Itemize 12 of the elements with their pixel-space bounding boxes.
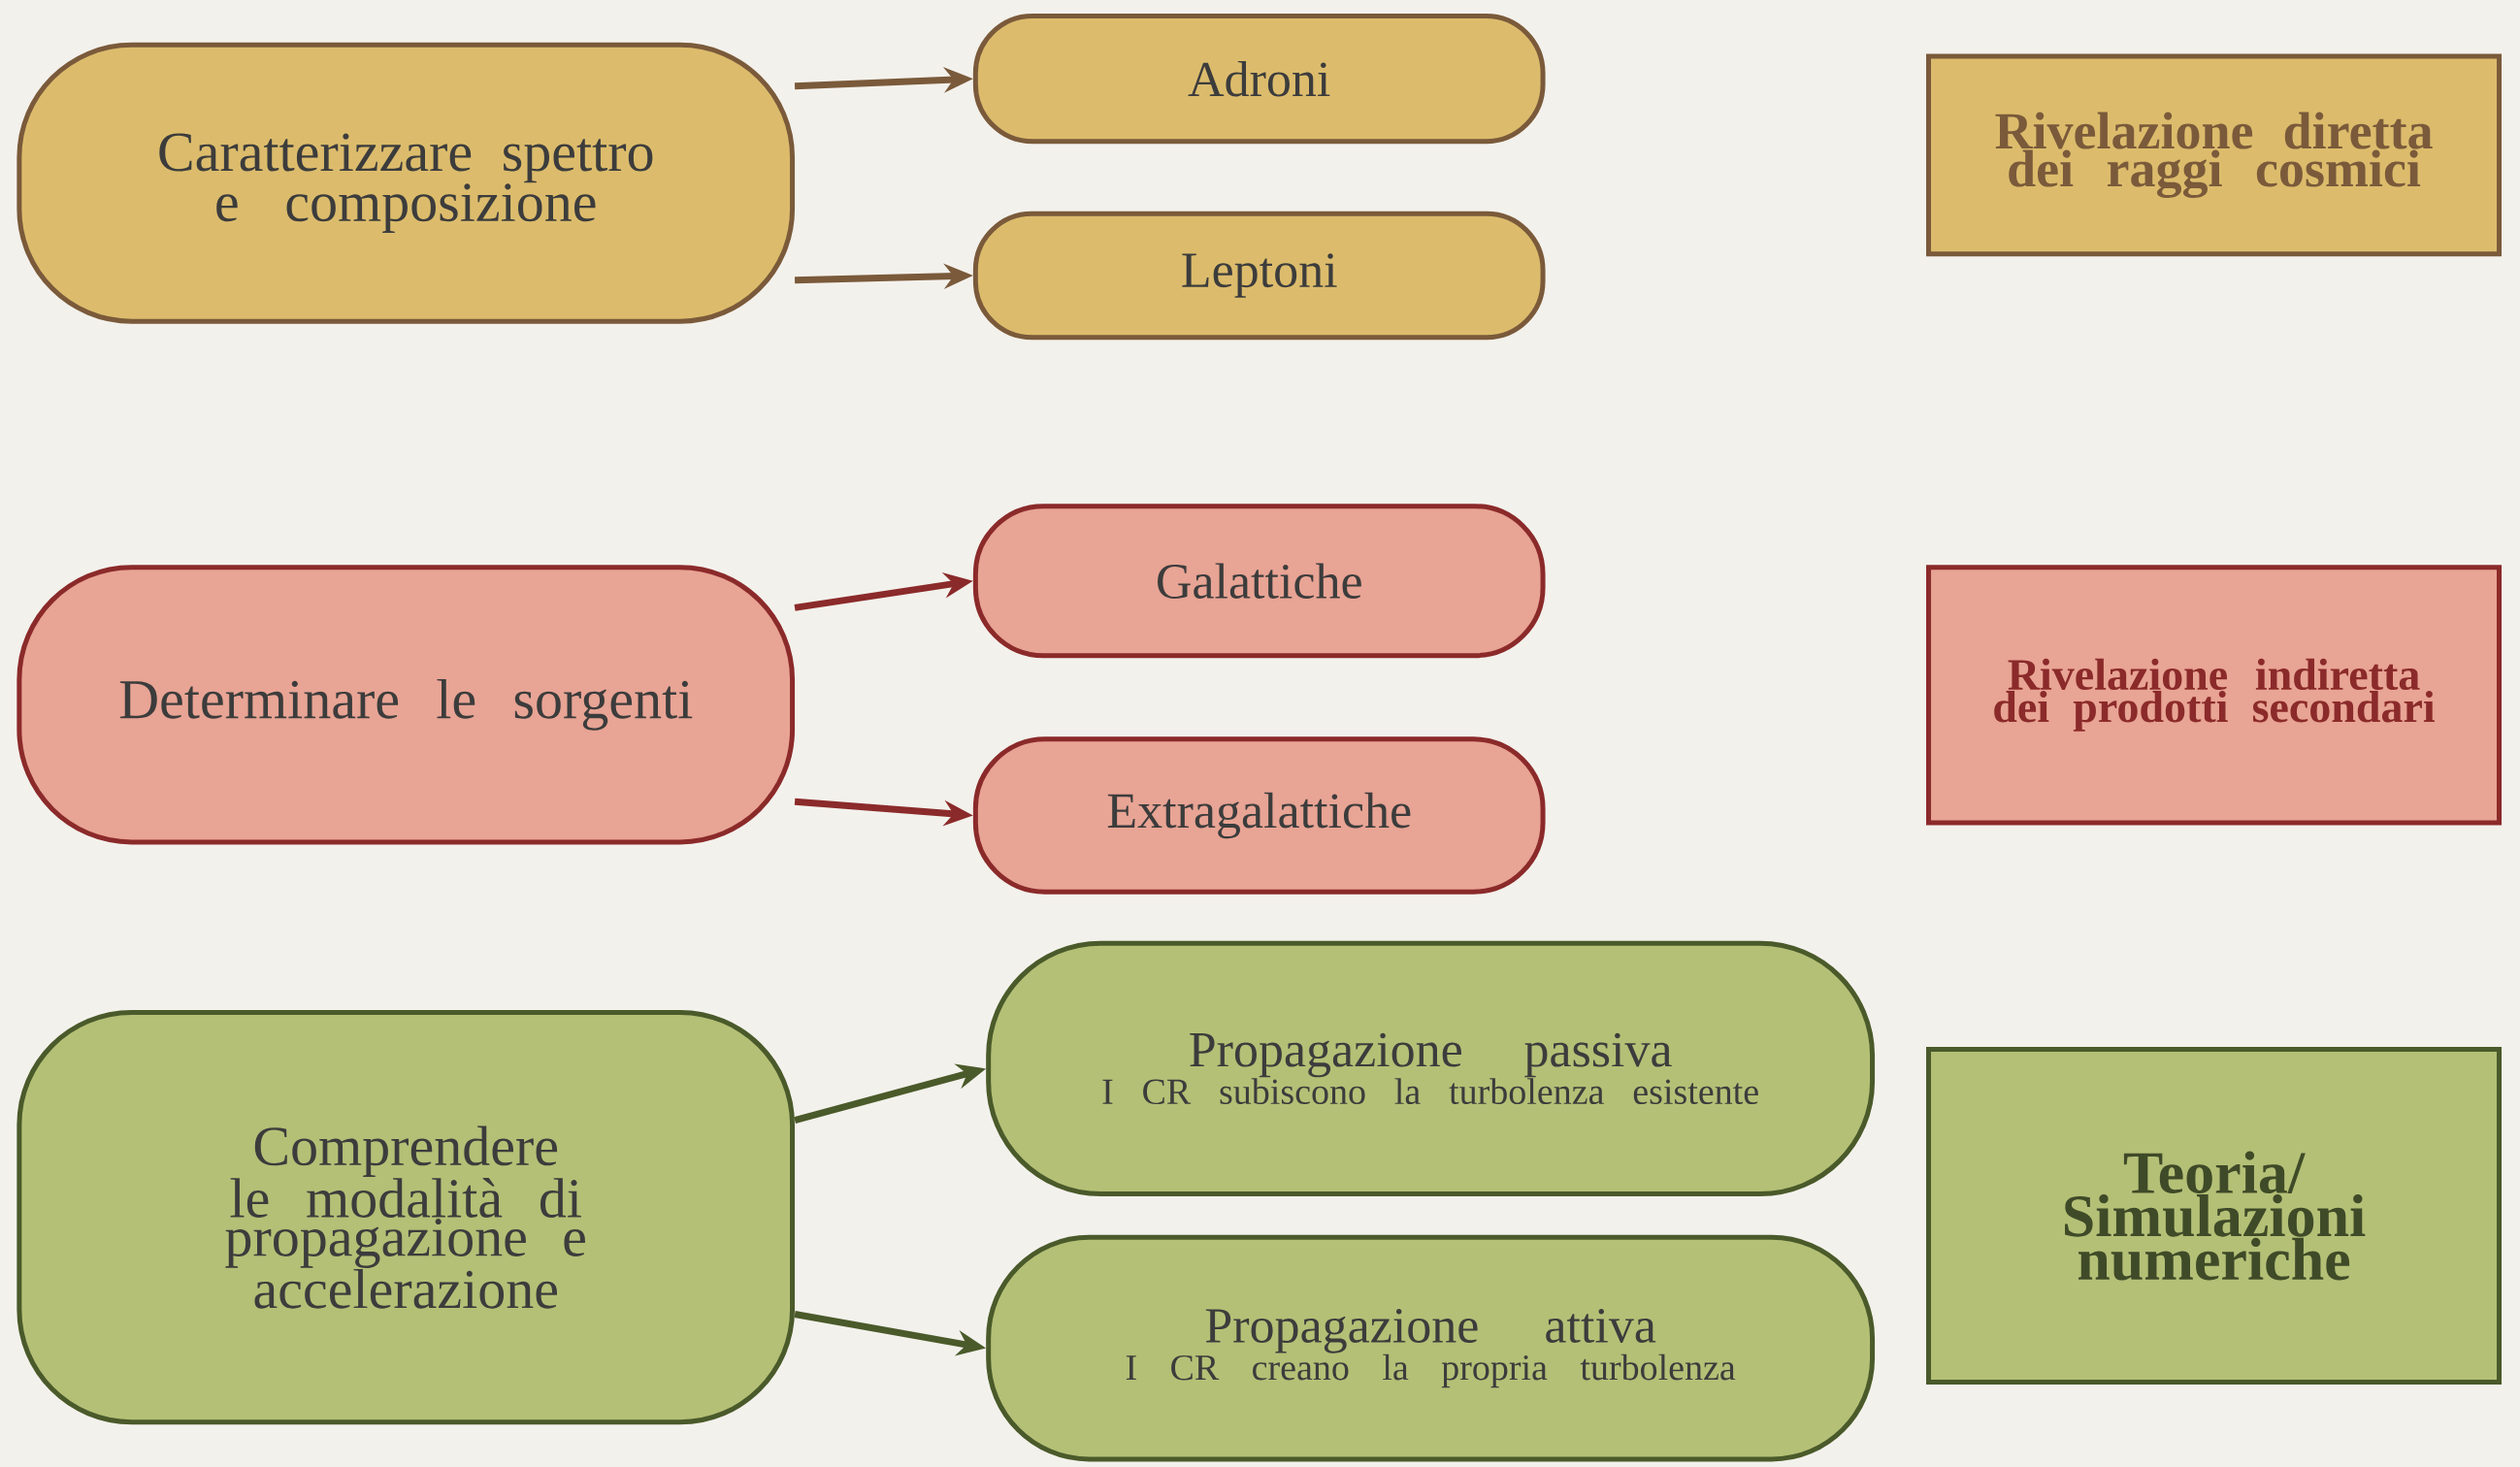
goal-box: Caratterizzare spettro e composizione <box>16 42 796 324</box>
goal-box: Determinare le sorgenti <box>16 565 796 845</box>
goal-box: Comprendere le modalità di propagazione e accelerazione <box>16 1009 796 1425</box>
category-box: Extragalattiche <box>972 736 1546 895</box>
category-box: Leptoni <box>972 211 1546 341</box>
method-box: Teoria/ Simulazioni numeriche <box>1926 1047 2502 1385</box>
category-box: Galattiche <box>972 504 1546 659</box>
category-box: Adroni <box>972 14 1546 145</box>
method-box: Rivelazione indiretta dei prodotti secondari <box>1926 565 2502 826</box>
method-box: Rivelazione diretta dei raggi cosmici <box>1926 53 2502 257</box>
category-box: Propagazione passiva I CR subiscono la turbolenza esistente <box>986 940 1876 1197</box>
category-box: Propagazione attiva I CR creano la propria turbolenza <box>986 1234 1876 1462</box>
